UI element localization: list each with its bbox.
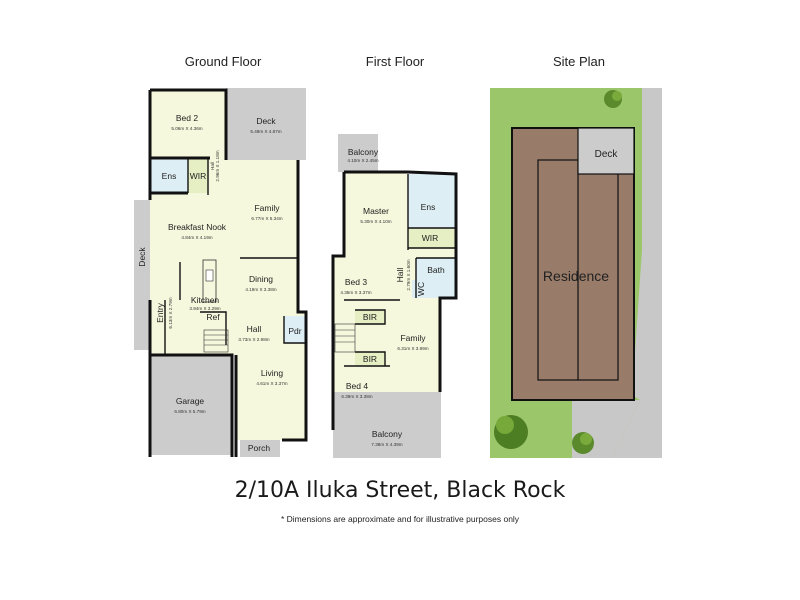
bir2-label: BIR [363, 354, 377, 364]
first-floor-plan: Balcony 4.10m X 2.45m Master 5.30m X 4.1… [331, 134, 458, 458]
ground-hall-label: Hall [247, 324, 262, 334]
first-top-balcony-label: Balcony [348, 147, 379, 157]
ground-family-label: Family [254, 203, 280, 213]
master-dims: 5.30m X 4.10m [360, 219, 391, 224]
garage-dims: 6.80m X 5.79m [174, 409, 205, 414]
first-bir1-area [355, 310, 385, 324]
first-wir-label: WIR [422, 233, 439, 243]
first-hall-dims: 2.79m X 1.60m [406, 259, 411, 290]
garage-label: Garage [176, 396, 205, 406]
site-deck [577, 127, 635, 175]
first-bir2-area [355, 352, 385, 366]
first-wc-area [412, 280, 456, 298]
ground-floor-plan: Bed 2 5.06m X 4.36m Deck 5.49m X 4.87m E… [134, 88, 308, 457]
garage-area [150, 355, 232, 455]
bath-label: Bath [427, 265, 445, 275]
breakfast-nook-label: Breakfast Nook [168, 222, 227, 232]
porch-area [240, 440, 280, 457]
site-deck-label: Deck [595, 149, 619, 160]
bed3-dims: 4.35m X 3.37m [340, 290, 371, 295]
first-bottom-balcony-area [333, 392, 441, 458]
first-hall-label: Hall [395, 268, 405, 283]
first-top-balcony-dims: 4.10m X 2.45m [347, 158, 378, 163]
breakfast-nook-dims: 4.84m X 4.19m [181, 235, 212, 240]
ground-deck-dims: 5.49m X 4.87m [250, 129, 281, 134]
kitchen-dims: 3.94m X 3.29m [189, 306, 220, 311]
entry-label: Entry [155, 302, 165, 323]
first-family-label: Family [400, 333, 426, 343]
site-driveway [612, 88, 662, 458]
powder-room-area [284, 316, 306, 343]
ground-upper-hall-label: Hall [210, 162, 215, 170]
ground-floor-heading: Ground Floor [184, 54, 262, 69]
ground-hall-dims: 3.73m X 2.98m [238, 337, 269, 342]
ground-bed2-label: Bed 2 [176, 113, 198, 123]
first-family-dims: 6.31m X 3.99m [397, 346, 428, 351]
first-floor-heading: First Floor [365, 54, 425, 69]
bed4-dims: 6.39m X 3.38m [341, 394, 372, 399]
kitchen-sink [205, 269, 214, 282]
site-plan-heading: Site Plan [552, 54, 606, 69]
dimensions-disclaimer: * Dimensions are approximate and for ill… [280, 514, 520, 524]
ground-family-dims: 6.77m X 5.34m [251, 216, 282, 221]
first-bath-area [416, 258, 456, 280]
site-plan: Deck Residence [490, 88, 662, 458]
first-top-balcony-area [338, 134, 378, 172]
property-address: 2/10A Iluka Street, Black Rock [234, 478, 566, 503]
living-label: Living [261, 368, 283, 378]
dining-label: Dining [249, 274, 273, 284]
ground-upper-hall-dims: 2.96m X 1.18m [215, 150, 220, 181]
ground-ens-label: Ens [162, 171, 177, 181]
ground-wir-area [188, 158, 208, 193]
ground-deck-label: Deck [256, 116, 276, 126]
bir1-label: BIR [363, 312, 377, 322]
first-stairs [334, 323, 356, 353]
wc-label: WC [416, 282, 426, 296]
first-bottom-balcony-dims: 7.38m X 4.39m [371, 442, 402, 447]
dining-dims: 4.19m X 3.38m [245, 287, 276, 292]
first-ensuite-area [408, 174, 456, 228]
first-wir-area [408, 228, 456, 248]
ground-side-deck-label: Deck [137, 247, 147, 267]
first-ens-label: Ens [421, 202, 436, 212]
ground-stairs [203, 329, 229, 353]
ref-label: Ref [206, 312, 220, 322]
pdr-label: Pdr [288, 326, 301, 336]
living-dims: 4.61m X 3.37m [256, 381, 287, 386]
kitchen-label: Kitchen [191, 295, 220, 305]
ground-ensuite-area [150, 158, 188, 193]
bed3-label: Bed 3 [345, 277, 367, 287]
ground-side-deck-area [134, 200, 150, 350]
master-label: Master [363, 206, 389, 216]
bed4-label: Bed 4 [346, 381, 368, 391]
ground-bed2-dims: 5.06m X 4.36m [171, 126, 202, 131]
ground-wir-label: WIR [190, 171, 207, 181]
ground-deck-area [226, 88, 306, 160]
first-bottom-balcony-label: Balcony [372, 429, 403, 439]
porch-label: Porch [248, 443, 270, 453]
entry-dims: 6.13m X 2.79m [168, 297, 173, 328]
site-residence-label: Residence [543, 268, 609, 284]
